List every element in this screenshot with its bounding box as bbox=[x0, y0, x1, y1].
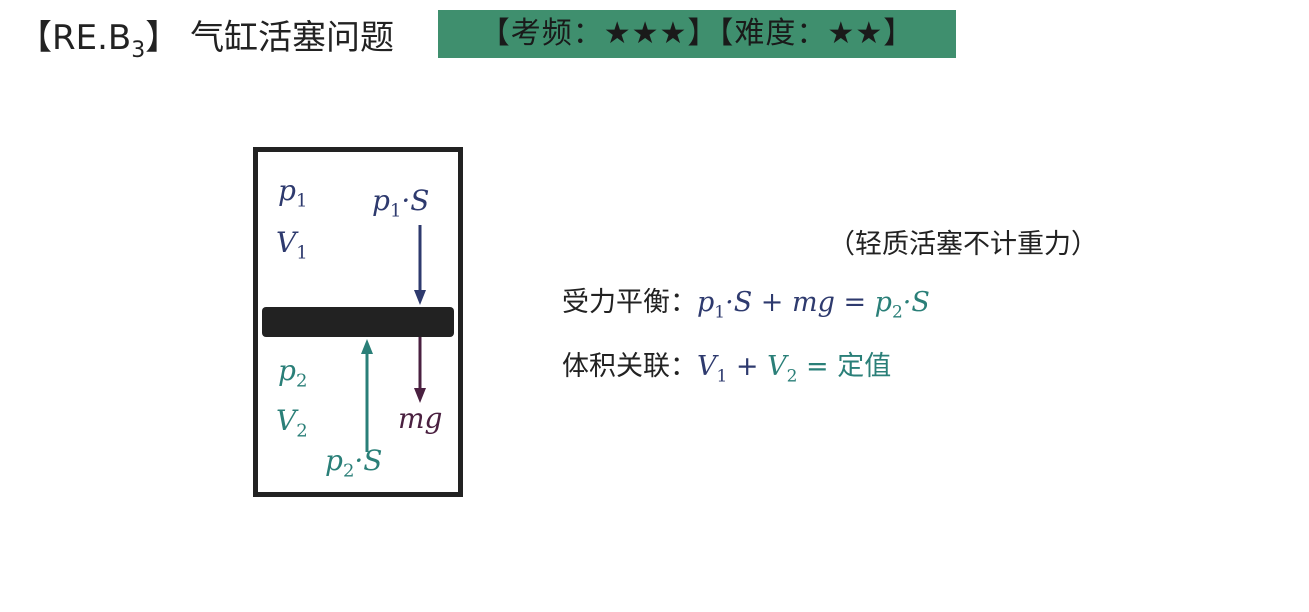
label-p2s: p2·S bbox=[325, 444, 383, 482]
cylinder bbox=[253, 147, 463, 497]
label-p2: p2 bbox=[278, 354, 308, 392]
code-suffix: 】 bbox=[145, 18, 180, 58]
code-sub: 3 bbox=[131, 37, 146, 63]
label-mg: mg bbox=[398, 402, 443, 435]
label-v1: V1 bbox=[276, 226, 308, 264]
volume-relation-equation: 体积关联：V1 + V2 = 定值 bbox=[562, 351, 892, 387]
piston bbox=[262, 307, 454, 337]
label-p1: p1 bbox=[278, 174, 308, 212]
code-prefix: 【RE.B bbox=[18, 18, 132, 58]
title-text: 气缸活塞问题 bbox=[190, 18, 395, 58]
arrow-p1s bbox=[414, 225, 426, 305]
label-p1s: p1·S bbox=[372, 184, 430, 222]
frequency-difficulty-badge: 【考频：★★★】【难度：★★】 bbox=[438, 10, 956, 58]
arrow-mg bbox=[414, 337, 426, 403]
arrow-p2s bbox=[361, 339, 373, 452]
force-balance-equation: 受力平衡：p1·S + mg = p2·S bbox=[562, 287, 930, 323]
label-v2: V2 bbox=[276, 404, 308, 442]
note-massless-piston: （轻质活塞不计重力） bbox=[828, 229, 1098, 260]
page-title: 【RE.B3】 气缸活塞问题 bbox=[18, 10, 394, 63]
